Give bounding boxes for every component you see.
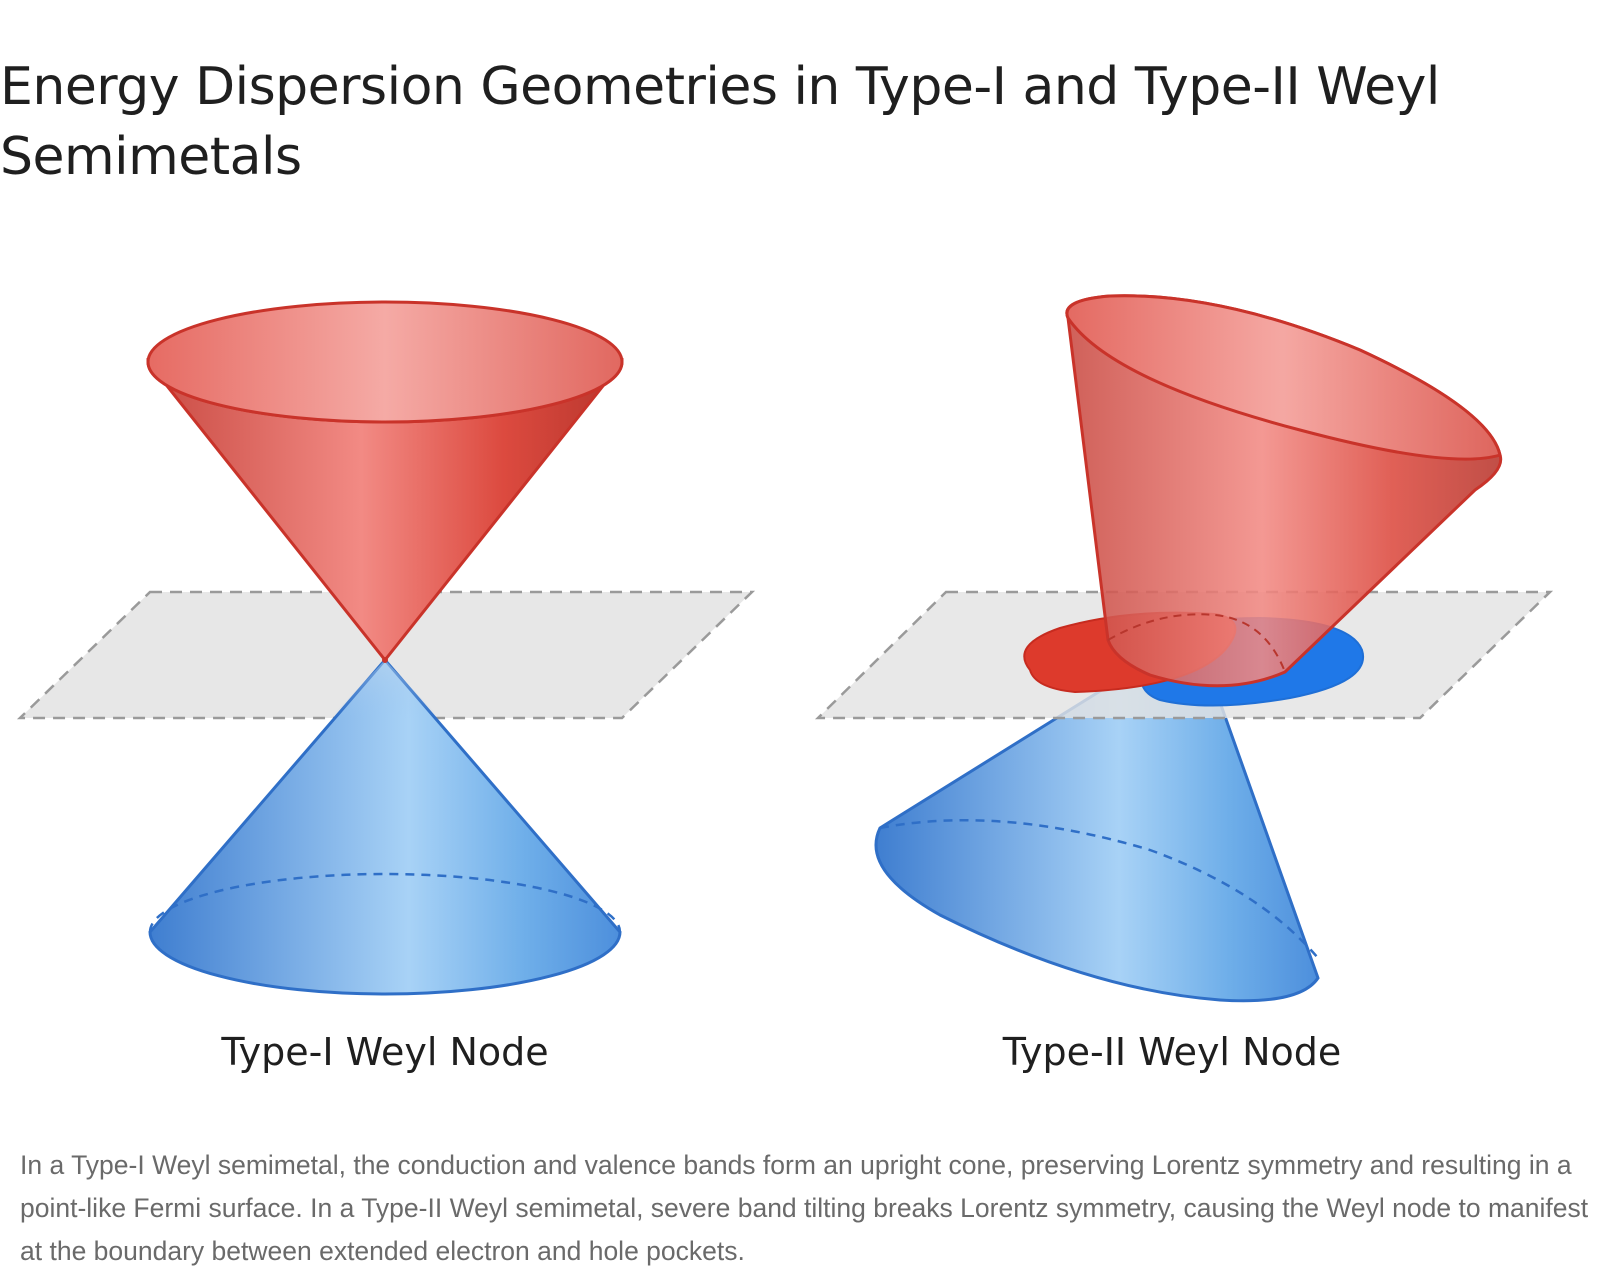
page-title: Energy Dispersion Geometries in Type-I a… <box>0 57 1440 187</box>
weyl-point-left <box>382 657 388 663</box>
conduction-band-cone-right <box>1065 294 1503 688</box>
weyl-cone-figure: Type-I Weyl Node Type-II Weyl Node <box>0 250 1600 1110</box>
type-i-diagram: Type-I Weyl Node <box>16 300 756 1074</box>
type-ii-label: Type-II Weyl Node <box>1002 1030 1342 1074</box>
conduction-band-cone-left <box>146 300 624 663</box>
type-ii-diagram: Type-II Weyl Node <box>814 294 1554 1074</box>
valence-band-cone-left <box>148 657 622 996</box>
type-i-label: Type-I Weyl Node <box>220 1030 548 1074</box>
valence-band-cone-right <box>874 629 1320 1003</box>
figure-caption: In a Type-I Weyl semimetal, the conducti… <box>20 1150 1589 1266</box>
